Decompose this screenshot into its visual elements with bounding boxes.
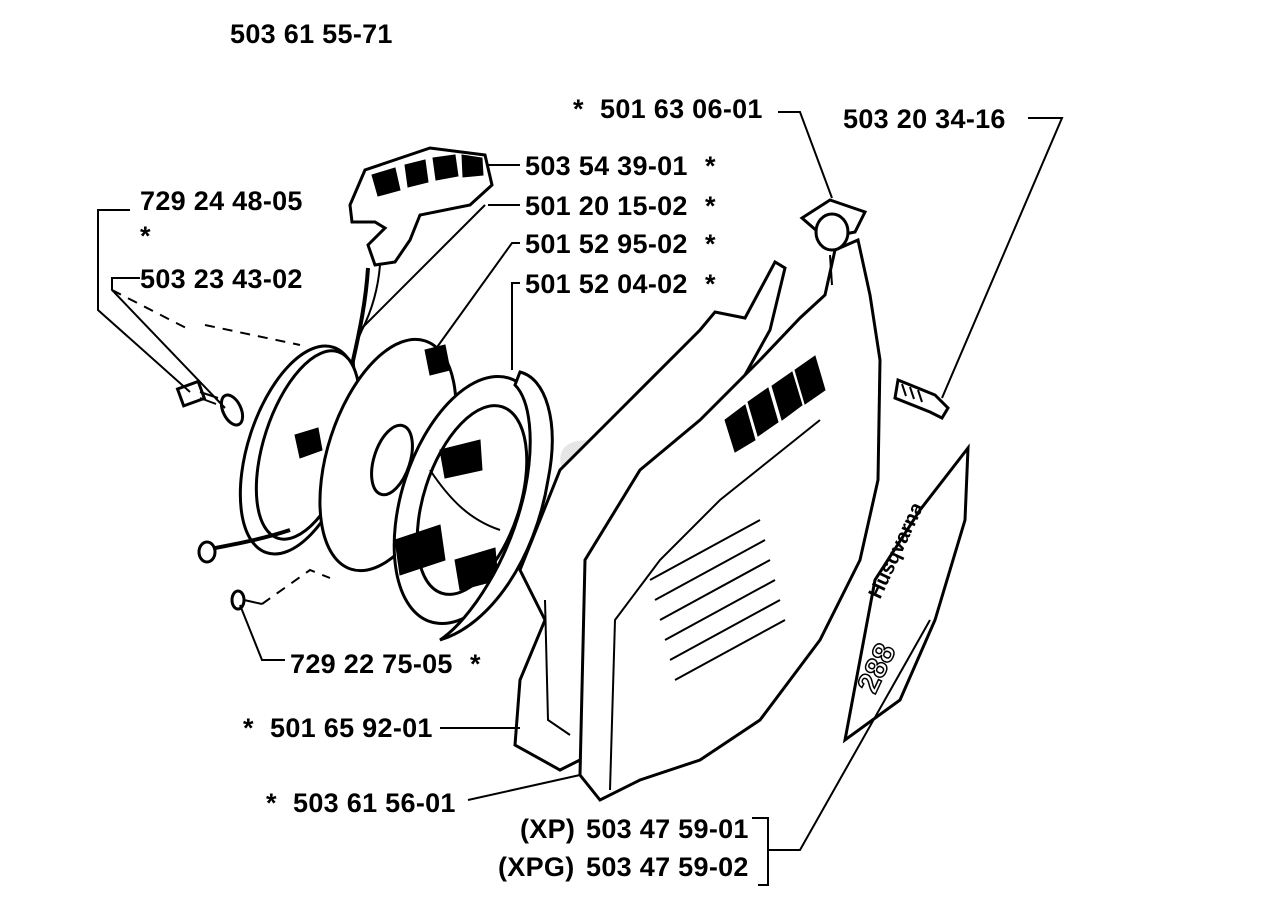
label-star: * bbox=[140, 221, 151, 251]
decal-drawing: Husqvarna 288 bbox=[842, 443, 970, 744]
label-503-54-39-01: 503 54 39-01 bbox=[525, 151, 688, 181]
starter-ring-drawing bbox=[439, 370, 554, 642]
label-suffix-729-22-75-05: * bbox=[470, 649, 481, 679]
nut-drawing bbox=[799, 198, 868, 252]
label-501-20-15-02: 501 20 15-02 bbox=[525, 191, 688, 221]
part-labels: * 501 63 06-01 503 20 34-16 503 54 39-01… bbox=[140, 94, 1006, 882]
label-prefix-501-65-92-01: * bbox=[243, 713, 254, 743]
label-prefix-503-61-56-01: * bbox=[266, 788, 277, 818]
label-503-47-59-02: 503 47 59-02 bbox=[586, 852, 749, 882]
screw-left-drawing bbox=[175, 379, 245, 427]
label-suffix-501-20-15-02: * bbox=[705, 191, 716, 221]
label-prefix-501-63-06-01: * bbox=[573, 94, 584, 124]
label-729-24-48-05: 729 24 48-05 bbox=[140, 186, 303, 216]
starter-handle-drawing bbox=[348, 146, 494, 373]
screw-bottom-drawing bbox=[230, 589, 263, 611]
label-503-20-34-16: 503 20 34-16 bbox=[843, 104, 1006, 134]
label-prefix-503-47-59-02: (XPG) bbox=[498, 852, 575, 882]
leader-lines bbox=[97, 111, 1064, 886]
label-503-61-56-01: 503 61 56-01 bbox=[293, 788, 456, 818]
label-503-47-59-01: 503 47 59-01 bbox=[586, 814, 749, 844]
cover-vent-grille bbox=[724, 355, 826, 453]
bolt-right-drawing bbox=[893, 377, 950, 420]
label-501-52-04-02: 501 52 04-02 bbox=[525, 269, 688, 299]
label-prefix-503-47-59-01: (XP) bbox=[520, 814, 575, 844]
label-503-23-43-02: 503 23 43-02 bbox=[140, 264, 303, 294]
label-501-63-06-01: 501 63 06-01 bbox=[600, 94, 763, 124]
label-suffix-503-54-39-01: * bbox=[705, 151, 716, 181]
label-501-52-95-02: 501 52 95-02 bbox=[525, 229, 688, 259]
starter-cover-drawing bbox=[578, 237, 882, 802]
label-729-22-75-05: 729 22 75-05 bbox=[290, 649, 453, 679]
label-suffix-501-52-95-02: * bbox=[705, 229, 716, 259]
label-501-65-92-01: 501 65 92-01 bbox=[270, 713, 433, 743]
assembly-number: 503 61 55-71 bbox=[230, 19, 393, 49]
label-suffix-501-52-04-02: * bbox=[705, 269, 716, 299]
